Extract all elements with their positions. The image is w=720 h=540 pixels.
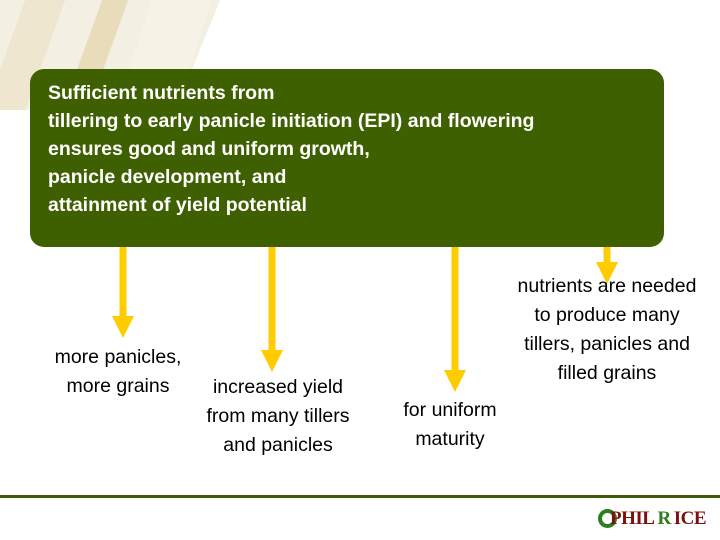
logo-text-phil: PHIL xyxy=(610,508,655,529)
caption-more-panicles: more panicles, more grains xyxy=(54,346,182,397)
caption-nutrients-needed: nutrients are needed to produce many til… xyxy=(517,275,697,384)
headline-line-5: attainment of yield potential xyxy=(48,194,307,216)
background-swoosh-4 xyxy=(125,0,235,80)
arrowhead-1 xyxy=(112,316,134,338)
logo-text-ice: ICE xyxy=(673,508,707,529)
philrice-logo: PHIL R ICE xyxy=(610,504,706,534)
philrice-seal-icon xyxy=(598,509,617,528)
arrowhead-3 xyxy=(444,370,466,392)
headline-line-2: tillering to early panicle initiation (E… xyxy=(48,110,535,132)
logo-text-r: R xyxy=(657,508,671,529)
headline-box: Sufficient nutrients from tillering to e… xyxy=(30,69,664,247)
caption-uniform-maturity: for uniform maturity xyxy=(403,399,497,450)
headline-line-1: Sufficient nutrients from xyxy=(48,82,275,104)
caption-increased-yield: increased yield from many tillers and pa… xyxy=(206,376,350,456)
headline-line-3: ensures good and uniform growth, xyxy=(48,138,370,160)
arrowhead-2 xyxy=(261,350,283,372)
headline-line-4: panicle development, and xyxy=(48,166,287,188)
